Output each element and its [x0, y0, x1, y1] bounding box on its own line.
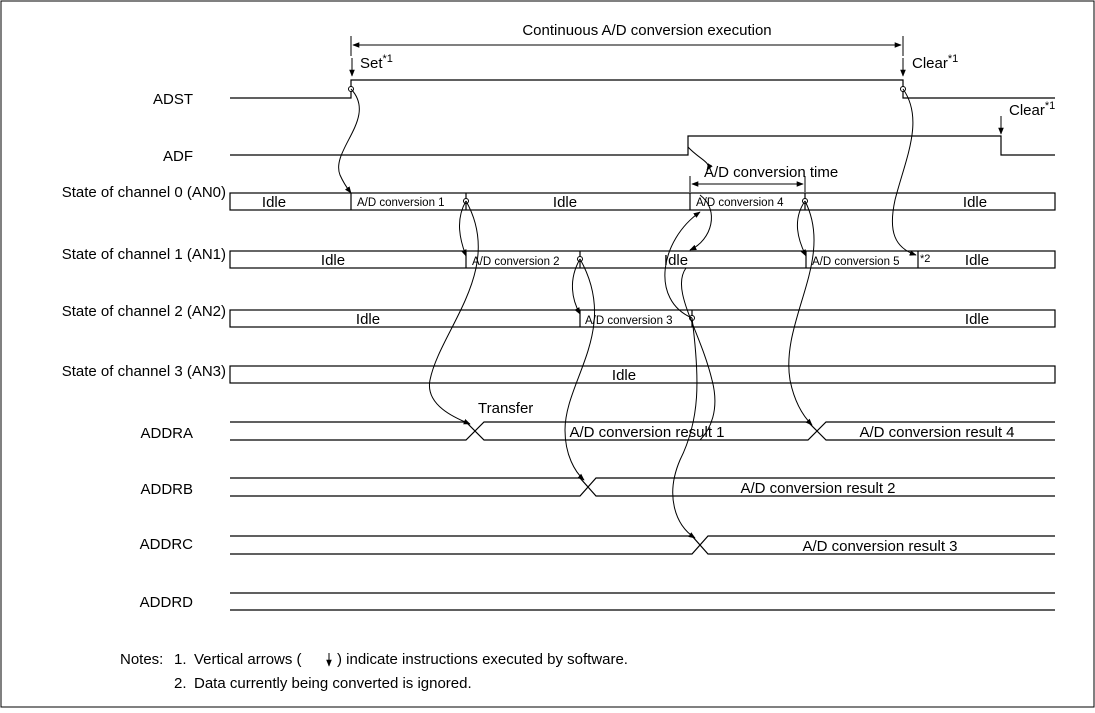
addra-result-4: A/D conversion result 4	[859, 424, 1014, 441]
addrb-result-2: A/D conversion result 2	[740, 480, 895, 497]
label-addrc: ADDRC	[140, 536, 194, 553]
ch1-idle-3: Idle	[965, 252, 989, 269]
diagram-title: Continuous A/D conversion execution	[522, 22, 771, 39]
causal-arrows	[338, 88, 917, 539]
arrow-adst-to-conv1	[338, 88, 360, 194]
svg-text:Set*1: Set*1	[360, 53, 393, 72]
arrow-conv3-to-addrc	[672, 317, 698, 539]
arrow-conv4-loop	[689, 194, 712, 251]
arrow-adf-to-conv-time	[687, 146, 713, 171]
conversion-time-span: A/D conversion time	[689, 164, 838, 192]
arrow-conv1-to-addra	[429, 200, 479, 425]
arrow-conv2-to-addrb	[564, 258, 596, 481]
label-ch3: State of channel 3 (AN3)	[62, 363, 226, 380]
adf-waveform	[230, 135, 1055, 156]
arrow-adst-clear-to-conv5	[891, 88, 917, 256]
ch1-idle-1: Idle	[321, 252, 345, 269]
set-annotation: Set*1	[349, 53, 393, 77]
ch2-idle-2: Idle	[965, 311, 989, 328]
addrc-track: A/D conversion result 3	[230, 535, 1055, 555]
note-1-number: 1.	[174, 651, 187, 668]
addra-result-1: A/D conversion result 1	[569, 424, 724, 441]
ch0-conv1: A/D conversion 1	[357, 197, 445, 209]
clear-annotation-adf: Clear*1	[998, 100, 1055, 135]
conversion-time-label: A/D conversion time	[704, 164, 838, 181]
svg-text:Clear*1: Clear*1	[1009, 100, 1055, 119]
channel-1-track: Idle A/D conversion 2 Idle A/D conversio…	[229, 250, 1056, 269]
transfer-label: Transfer	[478, 400, 533, 417]
ch1-conv2: A/D conversion 2	[472, 256, 560, 268]
ch1-note-2: *2	[920, 253, 930, 265]
note-1-text-b: ) indicate instructions executed by soft…	[337, 651, 628, 668]
addrb-track: A/D conversion result 2	[230, 477, 1055, 497]
label-ch1: State of channel 1 (AN1)	[62, 246, 226, 263]
arrow-conv3-to-conv4	[664, 211, 701, 319]
svg-text:Clear*1: Clear*1	[912, 53, 958, 72]
ch2-conv3: A/D conversion 3	[585, 315, 673, 327]
note-2-number: 2.	[174, 675, 187, 692]
addrd-track	[230, 592, 1055, 611]
continuous-execution-span: Continuous A/D conversion execution	[350, 22, 904, 56]
notes-prefix: Notes:	[120, 651, 163, 668]
channel-3-track: Idle	[229, 365, 1056, 384]
ch1-conv5: A/D conversion 5	[812, 256, 900, 268]
arrow-conv4-to-conv5	[796, 200, 807, 257]
label-addrd: ADDRD	[140, 594, 194, 611]
notes: Notes: 1. Vertical arrows ( ) indicate i…	[120, 651, 628, 692]
note-2-text: Data currently being converted is ignore…	[194, 675, 472, 692]
arrow-conv4-to-addra	[788, 200, 815, 426]
label-addra: ADDRA	[140, 425, 193, 442]
label-adf: ADF	[163, 148, 193, 165]
ch1-idle-2: Idle	[664, 252, 688, 269]
channel-0-track: Idle A/D conversion 1 Idle A/D conversio…	[229, 192, 1056, 211]
label-adst: ADST	[153, 91, 193, 108]
ch0-idle-3: Idle	[963, 194, 987, 211]
label-ch2: State of channel 2 (AN2)	[62, 303, 226, 320]
note-1-text-a: Vertical arrows (	[194, 651, 302, 668]
label-addrb: ADDRB	[140, 481, 193, 498]
addra-track: A/D conversion result 1 A/D conversion r…	[230, 400, 1055, 441]
ch3-idle: Idle	[612, 367, 636, 384]
channel-2-track: Idle A/D conversion 3 Idle	[229, 309, 1056, 328]
clear-annotation-adst: Clear*1	[900, 53, 958, 77]
arrow-crossing	[681, 267, 716, 441]
addrc-result-3: A/D conversion result 3	[802, 538, 957, 555]
label-ch0: State of channel 0 (AN0)	[62, 184, 226, 201]
ch0-conv4: A/D conversion 4	[696, 197, 784, 209]
arrow-conv2-to-conv3	[572, 258, 581, 315]
ch0-idle-1: Idle	[262, 194, 286, 211]
ch0-idle-2: Idle	[553, 194, 577, 211]
ch2-idle-1: Idle	[356, 311, 380, 328]
arrow-conv1-to-conv2	[459, 200, 467, 257]
adst-waveform	[230, 79, 1055, 99]
